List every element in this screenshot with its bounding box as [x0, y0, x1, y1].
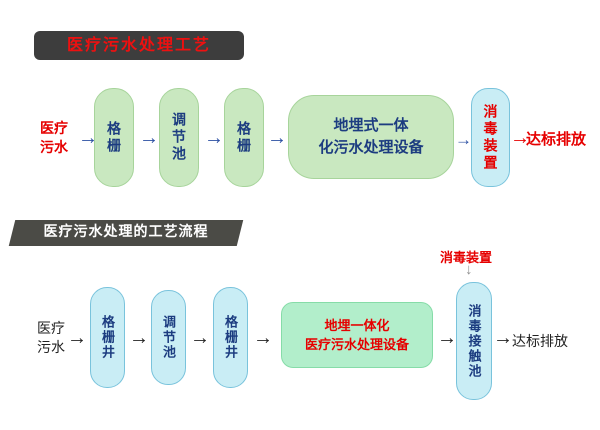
arrow-icon: → [139, 127, 159, 149]
arrow-icon: → [437, 327, 457, 349]
node-disinfection-device-label: 消毒装置 [482, 103, 499, 172]
node-grid-well-2-label: 格栅井 [223, 315, 238, 360]
node-grid-well-1-label: 格栅井 [100, 315, 115, 360]
arrow-icon: → [510, 127, 530, 149]
arrow-icon: → [190, 327, 210, 349]
section2-title-banner: 医疗污水处理的工艺流程 [8, 220, 244, 246]
node-disinfection-contact-tank-label: 消毒接触池 [466, 303, 482, 379]
arrow-icon: → [267, 127, 287, 149]
arrow-icon: → [129, 327, 149, 349]
node-disinfection-device: 消毒装置 [471, 88, 510, 187]
arrow-icon: → [455, 130, 472, 149]
node-buried-treatment-unit-label: 地埋式一体 化污水处理设备 [318, 117, 424, 156]
node-regulating-tank-2: 调节池 [151, 290, 186, 385]
down-arrow-icon: ↓ [465, 261, 473, 278]
node-regulating-tank-label: 调节池 [171, 112, 187, 163]
node-grid-2-label: 格栅 [236, 120, 252, 155]
node-grid-2: 格栅 [224, 88, 264, 187]
arrow-icon: → [493, 327, 513, 349]
node-buried-treatment-unit: 地埋式一体 化污水处理设备 [288, 95, 454, 179]
node-grid-well-2: 格栅井 [213, 287, 248, 388]
section2-title: 医疗污水处理的工艺流程 [43, 225, 209, 240]
node-disinfection-contact-tank: 消毒接触池 [456, 282, 492, 400]
section1-output-label: 达标排放 [526, 131, 587, 148]
node-regulating-tank-2-label: 调节池 [161, 315, 176, 360]
arrow-icon: → [78, 127, 98, 149]
arrow-icon: → [204, 127, 224, 149]
arrow-icon: → [67, 327, 87, 349]
node-grid-1: 格栅 [94, 88, 134, 187]
section2-output-label: 达标排放 [512, 333, 568, 349]
section1-title: 医疗污水处理工艺 [34, 31, 244, 60]
disinfection-device-label: 消毒装置 [440, 250, 493, 265]
node-buried-integrated-unit: 地埋一体化 医疗污水处理设备 [281, 302, 433, 368]
section2-source-label: 医疗 污水 [37, 320, 65, 355]
node-grid-1-label: 格栅 [106, 120, 122, 155]
section1-source-label: 医疗 污水 [40, 120, 68, 155]
arrow-icon: → [253, 327, 273, 349]
node-buried-integrated-unit-label: 地埋一体化 医疗污水处理设备 [304, 318, 409, 352]
node-grid-well-1: 格栅井 [90, 287, 125, 388]
node-regulating-tank: 调节池 [159, 88, 199, 187]
